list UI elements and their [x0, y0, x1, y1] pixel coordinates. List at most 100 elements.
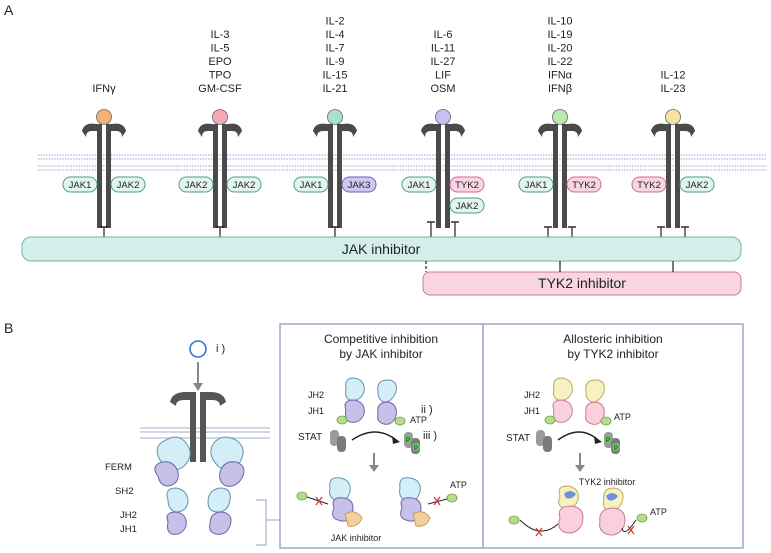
cytokine-label: IL-23: [660, 83, 685, 95]
receptor-chain-left: [651, 123, 671, 228]
cytokine-label: IL-9: [326, 56, 345, 68]
jak-pill-label: JAK1: [300, 180, 323, 191]
competitive-inhibited-jaks: [296, 477, 458, 527]
competitive-atp-bottom: ATP: [450, 480, 467, 490]
tyk2-inhibitor-label: TYK2 inhibitor: [538, 275, 626, 291]
jh1-label: JH1: [120, 524, 137, 535]
receptor-chain-left: [198, 123, 218, 228]
cytokine-ligand-icon: [96, 109, 112, 125]
cytokine-label: IL-27: [430, 56, 455, 68]
jak-pill-label: JAK1: [525, 180, 548, 191]
phospho-2: P: [414, 446, 418, 452]
cytokine-label: IL-10: [547, 16, 572, 28]
allosteric-jh2: JH2: [524, 390, 540, 400]
jak-pill: [226, 176, 262, 193]
competitive-jak-pair: [336, 377, 406, 426]
cytokine-label: IL-15: [322, 70, 347, 82]
cytokine-ligand-icon: [435, 109, 451, 125]
cytokine-label: TPO: [209, 70, 232, 82]
cytokine-label: IL-2: [326, 16, 345, 28]
cytokine-label: GM-CSF: [198, 83, 242, 95]
panel-b-label: B: [4, 320, 13, 336]
receptor-chain-left: [538, 123, 558, 228]
arrowhead-icon: [392, 436, 400, 444]
arrowhead-icon: [193, 383, 203, 391]
step-iii-label: iii ): [423, 430, 437, 442]
cytokine-label: IL-5: [211, 43, 230, 55]
competitive-box: [279, 323, 484, 549]
ligand-icon: [189, 340, 207, 358]
allosteric-title-1: Allosteric inhibition: [563, 332, 662, 346]
jak-pill: [293, 176, 329, 193]
tyk2-inhibitor-caption: TYK2 inhibitor: [579, 477, 636, 487]
tyk2-inhibitor-bar: [422, 271, 742, 296]
jak-pill-label: JAK2: [185, 180, 208, 191]
cytokine-label: IL-3: [211, 29, 230, 41]
cytokine-label: IL-4: [326, 29, 345, 41]
phospho-1: P: [406, 438, 410, 444]
tyk2-connectors: [425, 261, 674, 272]
allosteric-tyk2-pair: [544, 377, 612, 426]
cytokine-label: EPO: [208, 56, 232, 68]
cytokine-label: IFNα: [548, 70, 573, 82]
cytokine-label: IL-21: [322, 83, 347, 95]
jak-pill-label: JAK2: [686, 180, 709, 191]
allosteric-atp-bottom: ATP: [650, 507, 667, 517]
jak-pill: [401, 176, 437, 193]
cytokine-label: IL-12: [660, 70, 685, 82]
jak-pill-label: TYK2: [455, 180, 479, 191]
membrane-a: [38, 154, 767, 171]
cytokine-label: OSM: [430, 83, 455, 95]
jak-pill: [110, 176, 146, 193]
step-ii-label: ii ): [421, 404, 433, 416]
jak-pill-label: JAK2: [233, 180, 256, 191]
jak-pill-label: TYK2: [572, 180, 596, 191]
jak-inhibitor-caption: JAK inhibitor: [331, 533, 382, 543]
jak-pill-label: JAK3: [348, 180, 371, 191]
receptor-chain-right: [106, 123, 126, 228]
cytokine-label: IL-19: [547, 29, 572, 41]
receptor-chain-right: [562, 123, 582, 228]
competitive-title-2: by JAK inhibitor: [339, 347, 422, 361]
cytokine-label: IL-22: [547, 56, 572, 68]
allosteric-stat-icons: [536, 430, 620, 454]
arrowhead-icon: [575, 465, 585, 472]
jak-pill-label: JAK2: [117, 180, 140, 191]
jak-pill: [341, 176, 377, 193]
receptor-chain-right: [675, 123, 695, 228]
jak-inhibitor-label: JAK inhibitor: [342, 241, 421, 257]
jak-pill: [449, 176, 485, 193]
jak-pill-label: TYK2: [637, 180, 661, 191]
arrowhead-icon: [594, 436, 602, 444]
sh2-label: SH2: [115, 486, 133, 497]
receptor-chain-right: [222, 123, 242, 228]
jak-pill-label: JAK1: [408, 180, 431, 191]
cytokine-label: IL-7: [326, 43, 345, 55]
jak-pill: [518, 176, 554, 193]
allosteric-inhibited-tyk2: [508, 485, 648, 537]
cytokine-ligand-icon: [212, 109, 228, 125]
competitive-stat-icons: [330, 430, 420, 454]
jak-pill: [679, 176, 715, 193]
receptor-chain-left: [82, 123, 102, 228]
cytokine-label: IL-6: [434, 29, 453, 41]
cytokine-ligand-icon: [665, 109, 681, 125]
receptor-chain-left: [421, 123, 441, 228]
cytokine-ligand-icon: [327, 109, 343, 125]
jak-pill: [631, 176, 667, 193]
allosteric-title-2: by TYK2 inhibitor: [567, 347, 658, 361]
arrowhead-icon: [369, 465, 379, 472]
phospho-3: P: [606, 438, 610, 444]
phospho-4: P: [614, 446, 618, 452]
cytokine-label: IL-20: [547, 43, 572, 55]
allosteric-atp: ATP: [614, 412, 631, 422]
receptor-dimer-b: [170, 392, 226, 462]
competitive-jh1: JH1: [308, 406, 324, 416]
cytokine-label: IFNγ: [92, 83, 116, 95]
receptor-chain-left: [313, 123, 333, 228]
cytokine-label: IL-11: [431, 43, 455, 55]
jak-domains-b: [154, 436, 245, 535]
jak-pill-label: JAK2: [456, 201, 479, 212]
